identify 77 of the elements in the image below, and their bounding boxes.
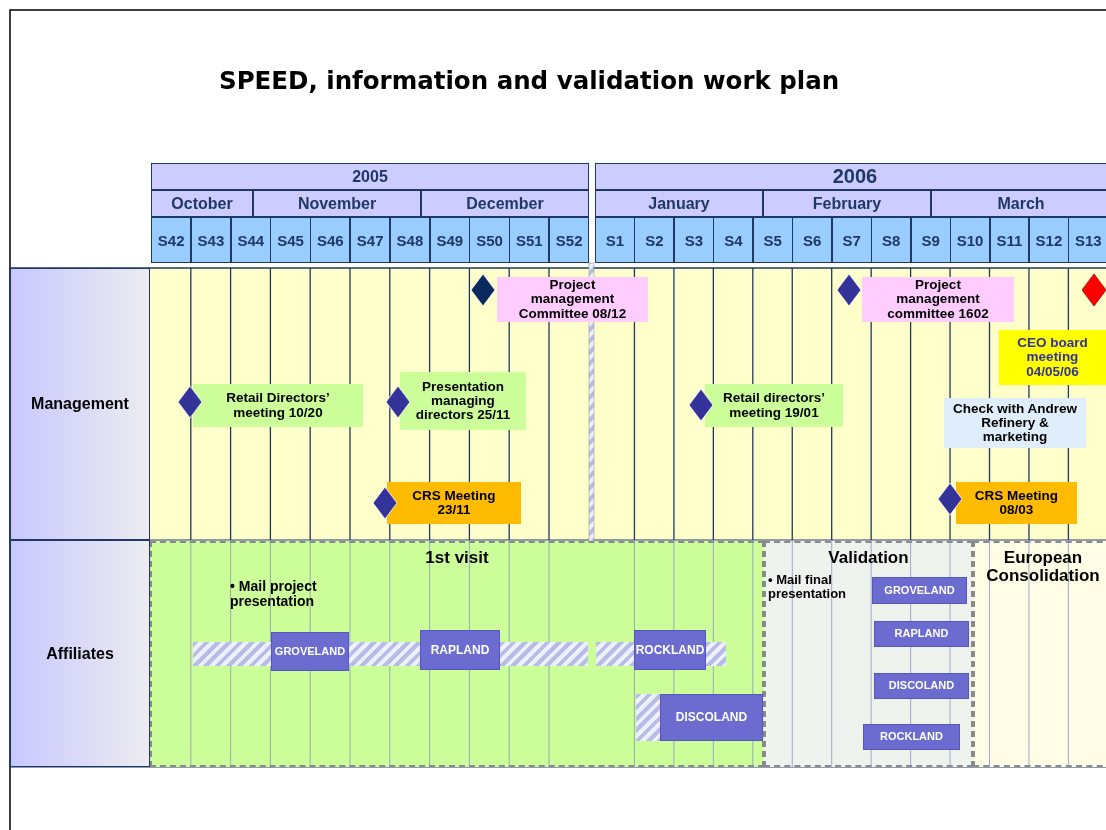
week-header: S12 [1028, 217, 1069, 263]
milestone-label: Project management Committee 08/12 [517, 278, 628, 321]
week-header: S6 [792, 217, 833, 263]
milestone-label: Retail directors’ meeting 19/01 [721, 391, 826, 420]
week-header: S8 [871, 217, 912, 263]
diagram-title: SPEED, information and validation work plan [219, 66, 840, 95]
hatched-lead-bar [706, 642, 726, 666]
week-header: S10 [950, 217, 990, 263]
week-header: S45 [270, 217, 311, 263]
row-header [10, 540, 150, 767]
row-header-label: Affiliates [46, 644, 114, 663]
week-header: S48 [389, 217, 431, 263]
week-header: S2 [634, 217, 675, 263]
bullet-note: • Mail project presentation [230, 579, 318, 610]
month-header: December [421, 190, 589, 217]
milestone-label: CEO board meeting 04/05/06 [1016, 336, 1089, 379]
phase-title: 1st visit [424, 549, 490, 567]
milestone-box [400, 372, 526, 430]
country-bar: RAPLAND [420, 630, 500, 670]
hatched-lead-bar [500, 642, 588, 666]
month-header: November [253, 190, 421, 217]
phase-region [150, 541, 764, 767]
week-header: S4 [713, 217, 754, 263]
month-header: January [595, 190, 763, 217]
phase-title: Validation [827, 549, 910, 567]
milestone-label: CRS Meeting 23/11 [411, 488, 497, 518]
week-header: S42 [151, 217, 192, 263]
milestone-box [193, 384, 363, 427]
country-bar: DISCOLAND [660, 694, 763, 741]
week-header: S7 [831, 217, 872, 263]
country-bar: ROCKLAND [863, 724, 960, 750]
week-header: S50 [469, 217, 510, 263]
milestone-box [705, 384, 843, 427]
hatched-lead-bar [349, 642, 420, 666]
week-header: S51 [509, 217, 550, 263]
milestone-box [999, 330, 1106, 385]
bullet-note: • Mail final presentation [768, 573, 847, 602]
country-bar: GROVELAND [271, 632, 349, 671]
row-header [10, 268, 150, 540]
milestone-box [387, 482, 521, 524]
month-header: March [931, 190, 1106, 217]
milestone-box [956, 482, 1077, 524]
phase-region [973, 541, 1106, 767]
year-header: 2006 [595, 163, 1106, 190]
hatched-lead-bar [193, 642, 271, 666]
week-header: S11 [989, 217, 1030, 263]
week-header: S13 [1068, 217, 1106, 263]
milestone-box [944, 398, 1086, 448]
week-header: S43 [190, 217, 232, 263]
country-bar: GROVELAND [872, 577, 967, 604]
country-bar: DISCOLAND [874, 673, 969, 699]
phase-region [764, 541, 973, 767]
milestone-label: Presentation managing directors 25/11 [414, 379, 512, 423]
year-header: 2005 [151, 163, 589, 190]
milestone-box [497, 277, 648, 322]
week-header: S47 [350, 217, 391, 263]
week-header: S46 [310, 217, 351, 263]
country-bar: ROCKLAND [634, 630, 706, 670]
milestone-box [862, 277, 1014, 322]
week-header: S5 [752, 217, 793, 263]
milestone-label: CRS Meeting 08/03 [973, 488, 1060, 518]
week-header: S9 [910, 217, 951, 263]
row-header-label: Management [31, 395, 129, 413]
month-header: October [151, 190, 253, 217]
hatched-lead-bar [596, 642, 634, 666]
week-header: S49 [429, 217, 470, 263]
week-header: S44 [230, 217, 271, 263]
milestone-label: Check with Andrew Refinery & marketing [952, 401, 1078, 445]
week-header: S52 [549, 217, 590, 263]
hatched-lead-bar [636, 694, 660, 741]
milestone-label: Project management committee 1602 [886, 278, 990, 321]
phase-title: European Consolidation [985, 549, 1101, 585]
week-header: S3 [673, 217, 714, 263]
week-header: S1 [595, 217, 635, 263]
country-bar: RAPLAND [874, 621, 969, 647]
month-header: February [763, 190, 931, 217]
milestone-label: Retail Directors’ meeting 10/20 [225, 391, 331, 420]
